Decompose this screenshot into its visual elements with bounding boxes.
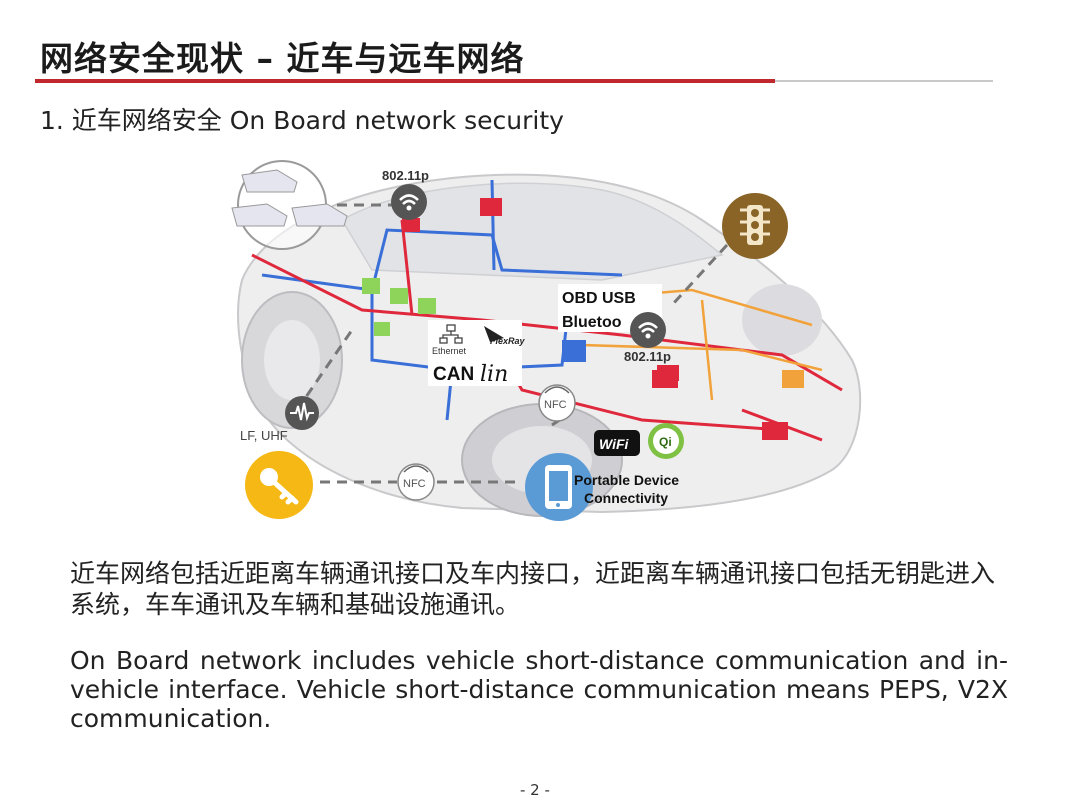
wifi-80211p-mid-badge (630, 312, 666, 348)
ecu-modules (362, 198, 804, 440)
car-network-illustration: 802.11p OBD USB Bluetoo 802.11p Ethernet… (231, 160, 862, 521)
flexray-icon (484, 326, 504, 342)
label-flexray: FlexRay (490, 336, 526, 346)
lf-uhf-signal-badge (285, 396, 319, 430)
qi-wireless-charging-badge (648, 423, 684, 459)
section-subtitle: 1. 近车网络安全 On Board network security (40, 106, 564, 135)
page-title: 网络安全现状 – 近车与远车网络 (40, 39, 525, 78)
label-wifi: WiFi (599, 436, 630, 452)
label-nfc-key: NFC (403, 478, 426, 490)
label-lin: lin (480, 362, 508, 387)
label-can: CAN (433, 364, 474, 385)
body-paragraph-chinese: 近车网络包括近距离车辆通讯接口及车内接口，近距离车辆通讯接口包括无钥匙进入系统，… (70, 559, 996, 619)
title-underline-red (35, 79, 775, 83)
nfc-badge-key (397, 463, 435, 501)
title-underline-gray (775, 80, 993, 82)
label-qi: Qi (659, 435, 672, 449)
v2v-cars-icon (231, 160, 348, 250)
label-portable-device: Portable Device (574, 472, 679, 488)
bus-labels-box (428, 320, 522, 386)
label-bluetooth: Bluetoo (562, 314, 622, 331)
smartphone-badge (525, 453, 593, 521)
label-80211p-top: 802.11p (382, 168, 429, 183)
ethernet-icon (439, 324, 463, 344)
page-number: - 2 - (520, 781, 550, 799)
wifi-80211p-top-badge (391, 184, 427, 220)
label-lf-uhf: LF, UHF (240, 428, 288, 443)
nfc-badge-car (538, 384, 576, 422)
label-obd: OBD USB (562, 290, 636, 307)
traffic-light-badge (722, 193, 788, 259)
label-nfc-car: NFC (544, 399, 567, 411)
label-80211p-mid: 802.11p (624, 349, 671, 364)
label-connectivity: Connectivity (584, 490, 668, 506)
label-ethernet: Ethernet (432, 346, 467, 356)
key-fob-badge (245, 451, 313, 519)
wifi-logo (594, 430, 640, 456)
body-paragraph-english: On Board network includes vehicle short-… (70, 646, 1008, 733)
